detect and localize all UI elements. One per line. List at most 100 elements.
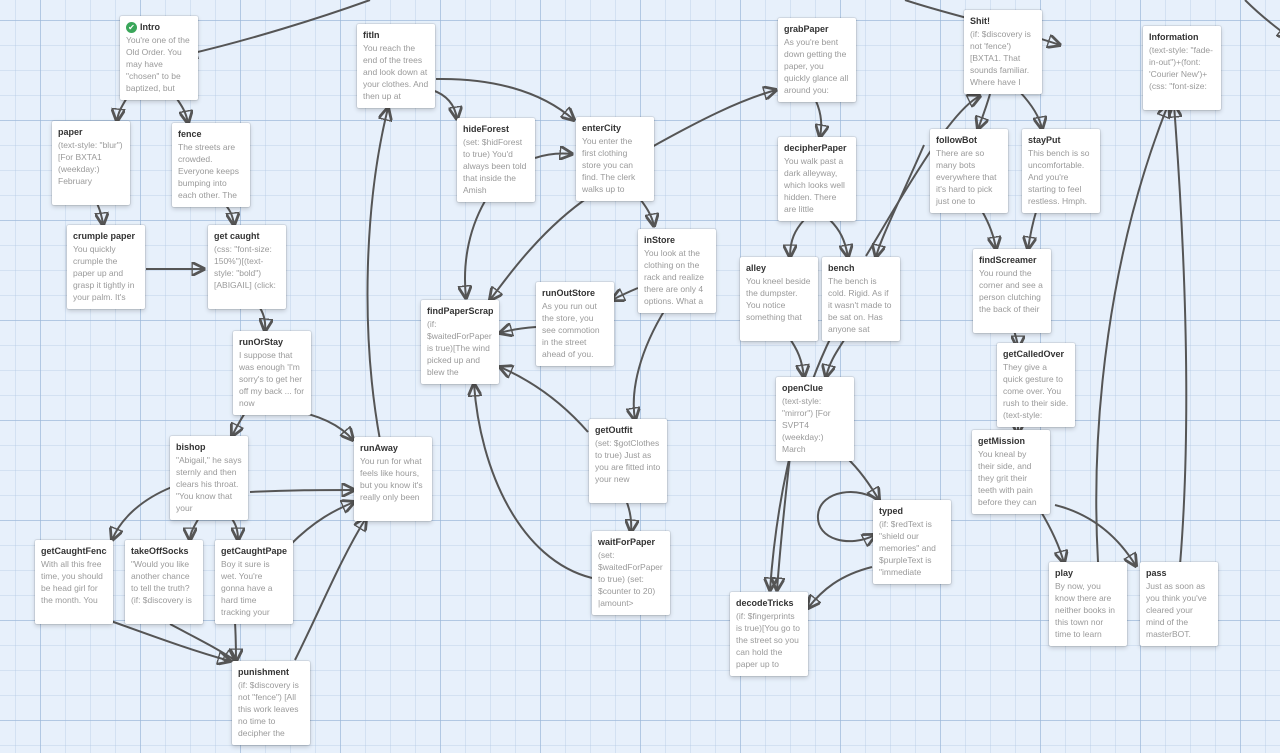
passage-excerpt: You kneal by their side, and they grit t… [978,449,1037,507]
passage-card-entercity[interactable]: enterCity You enter the first clothing s… [576,117,654,201]
passage-excerpt: They give a quick gesture to come over. … [1003,362,1069,420]
passage-excerpt: "Would you like another chance to tell t… [131,559,192,605]
arrow-punishment-runaway [294,518,366,661]
passage-excerpt: (text-style: "blur") [For BXTA1 (weekday… [58,140,123,186]
arrow-typed-decodetricks [808,566,873,608]
passage-title: findPaperScrap [427,306,493,316]
passage-excerpt: The bench is cold. Rigid. As if it wasn'… [828,276,892,334]
passage-title: crumple paper [73,231,136,241]
arrow-instore-runoutstore [612,287,639,300]
arrow-bench-decodetricks [770,334,833,590]
passage-excerpt: As you're bent down getting the paper, y… [784,37,849,95]
passage-card-paper[interactable]: paper (text-style: "blur") [For BXTA1 (w… [52,121,130,205]
passage-card-play[interactable]: play By now, you know there are neither … [1049,562,1127,646]
passage-title: Shit! [970,16,990,26]
arrow-waitforpaper-findpaperscrap [474,384,593,579]
passage-title: decipherPaper [784,143,847,153]
arrow-offscreen-top-right [1244,0,1280,38]
passage-excerpt: You round the corner and see a person cl… [979,268,1043,314]
passage-card-alley[interactable]: alley You kneel beside the dumpster. You… [740,257,818,341]
passage-card-getmission[interactable]: getMission You kneal by their side, and … [972,430,1050,514]
passage-card-openclue[interactable]: openClue (text-style: "mirror") [For SVP… [776,377,854,461]
passage-excerpt: (set: $hidForest to true) You'd always b… [463,137,527,195]
arrow-bishop-getcaughtfence [112,486,173,540]
passage-title: bench [828,263,855,273]
passage-title: getOutfit [595,425,633,435]
passage-card-pass[interactable]: pass Just as soon as you think you've cl… [1140,562,1218,646]
passage-excerpt: You walk past a dark alleyway, which loo… [784,156,845,214]
passage-title: bishop [176,442,206,452]
passage-title: runOrStay [239,337,284,347]
passage-card-runaway[interactable]: runAway You run for what feels like hour… [354,437,432,521]
passage-card-crumple-paper[interactable]: crumple paper You quickly crumple the pa… [67,225,145,309]
passage-card-waitforpaper[interactable]: waitForPaper (set: $waitedForPaper to tr… [592,531,670,615]
passage-card-get-caught[interactable]: get caught (css: "font-size: 150%")[(tex… [208,225,286,309]
arrow-getcaughtpaper-runaway [289,502,354,546]
passage-card-bishop[interactable]: bishop "Abigail," he says sternly and th… [170,436,248,520]
passage-card-information[interactable]: Information (text-style: "fade-in-out")+… [1143,26,1221,110]
passage-card-hideforest[interactable]: hideForest (set: $hidForest to true) You… [457,118,535,202]
passage-title: grabPaper [784,24,829,34]
passage-card-takeoffsocks[interactable]: takeOffSocks "Would you like another cha… [125,540,203,624]
passage-excerpt: Boy it sure is wet. You're gonna have a … [221,559,273,617]
arrow-getcaughtfence-punishment [107,619,230,661]
passage-title: stayPut [1028,135,1061,145]
passage-card-runorstay[interactable]: runOrStay I suppose that was enough 'I'm… [233,331,311,415]
arrow-alley-openclue [787,335,804,377]
passage-title: getCaughtPaper [221,546,287,556]
passage-title: openClue [782,383,824,393]
arrow-pass-information [1174,105,1188,566]
arrow-play-information [1095,105,1168,563]
passage-excerpt: "Abigail," he says sternly and then clea… [176,455,242,513]
passage-title: inStore [644,235,676,245]
passage-card-getoutfit[interactable]: getOutfit (set: $gotClothes to true) Jus… [589,419,667,503]
passage-card-decipherpaper[interactable]: decipherPaper You walk past a dark alley… [778,137,856,221]
passage-excerpt: You run for what feels like hours, but y… [360,456,423,502]
passage-card-fitin[interactable]: fitIn You reach the end of the trees and… [357,24,435,108]
passage-title: getCalledOver [1003,349,1065,359]
passage-title: get caught [214,231,260,241]
passage-card-grabpaper[interactable]: grabPaper As you're bent down getting th… [778,18,856,102]
arrow-typed-self-loop [816,491,881,541]
passage-card-punishment[interactable]: punishment (if: $discovery is not "fence… [232,661,310,745]
passage-card-intro[interactable]: ✔Intro You're one of the Old Order. You … [120,16,198,100]
arrow-decipherpaper-bench [829,219,848,257]
passage-card-stayput[interactable]: stayPut This bench is so uncomfortable. … [1022,129,1100,213]
arrow-getmission-pass [1054,504,1136,566]
passage-excerpt: As you run out the store, you see commot… [542,301,600,359]
passage-card-getcaughtpaper[interactable]: getCaughtPaper Boy it sure is wet. You'r… [215,540,293,624]
passage-excerpt: (if: $redText is "shield our memories" a… [879,519,936,577]
passage-title: fence [178,129,202,139]
passage-card-fence[interactable]: fence The streets are crowded. Everyone … [172,123,250,207]
passage-card-followbot[interactable]: followBot There are so many bots everywh… [930,129,1008,213]
passage-card-findscreamer[interactable]: findScreamer You round the corner and se… [973,249,1051,333]
arrow-followbot-grabpaper [876,144,925,257]
arrow-instore-getoutfit [634,307,667,420]
passage-excerpt: The streets are crowded. Everyone keeps … [178,142,239,200]
passage-excerpt: (if: $discovery is not 'fence') [BXTA1. … [970,29,1031,87]
passage-excerpt: (if: $fingerprints is true)[You go to th… [736,611,800,669]
passage-card-instore[interactable]: inStore You look at the clothing on the … [638,229,716,313]
passage-excerpt: With all this free time, you should be h… [41,559,103,605]
arrow-shit-stayput [1019,91,1042,129]
passage-card-findpaperscrap[interactable]: findPaperScrap (if: $waitedForPaper is t… [421,300,499,384]
passage-card-decodetricks[interactable]: decodeTricks (if: $fingerprints is true)… [730,592,808,676]
passage-excerpt: Just as soon as you think you've cleared… [1146,581,1207,639]
arrow-intro-fence [174,95,188,123]
passage-title: punishment [238,667,289,677]
arrow-hideforest-entercity [534,153,572,158]
passage-title: followBot [936,135,977,145]
passage-card-getcaughtfence[interactable]: getCaughtFence With all this free time, … [35,540,113,624]
passage-excerpt: By now, you know there are neither books… [1055,581,1116,639]
passage-card-shit[interactable]: Shit! (if: $discovery is not 'fence') [B… [964,10,1042,94]
passage-title: waitForPaper [598,537,656,547]
passage-card-bench[interactable]: bench The bench is cold. Rigid. As if it… [822,257,900,341]
passage-card-typed[interactable]: typed (if: $redText is "shield our memor… [873,500,951,584]
passage-card-runoutstore[interactable]: runOutStore As you run out the store, yo… [536,282,614,366]
passage-excerpt: You enter the first clothing store you c… [582,136,636,194]
passage-excerpt: (text-style: "mirror") [For SVPT4 (weekd… [782,396,831,454]
arrow-bench-shit [865,96,980,257]
passage-card-getcalledover[interactable]: getCalledOver They give a quick gesture … [997,343,1075,427]
passage-title: findScreamer [979,255,1037,265]
passage-excerpt: You look at the clothing on the rack and… [644,248,705,306]
